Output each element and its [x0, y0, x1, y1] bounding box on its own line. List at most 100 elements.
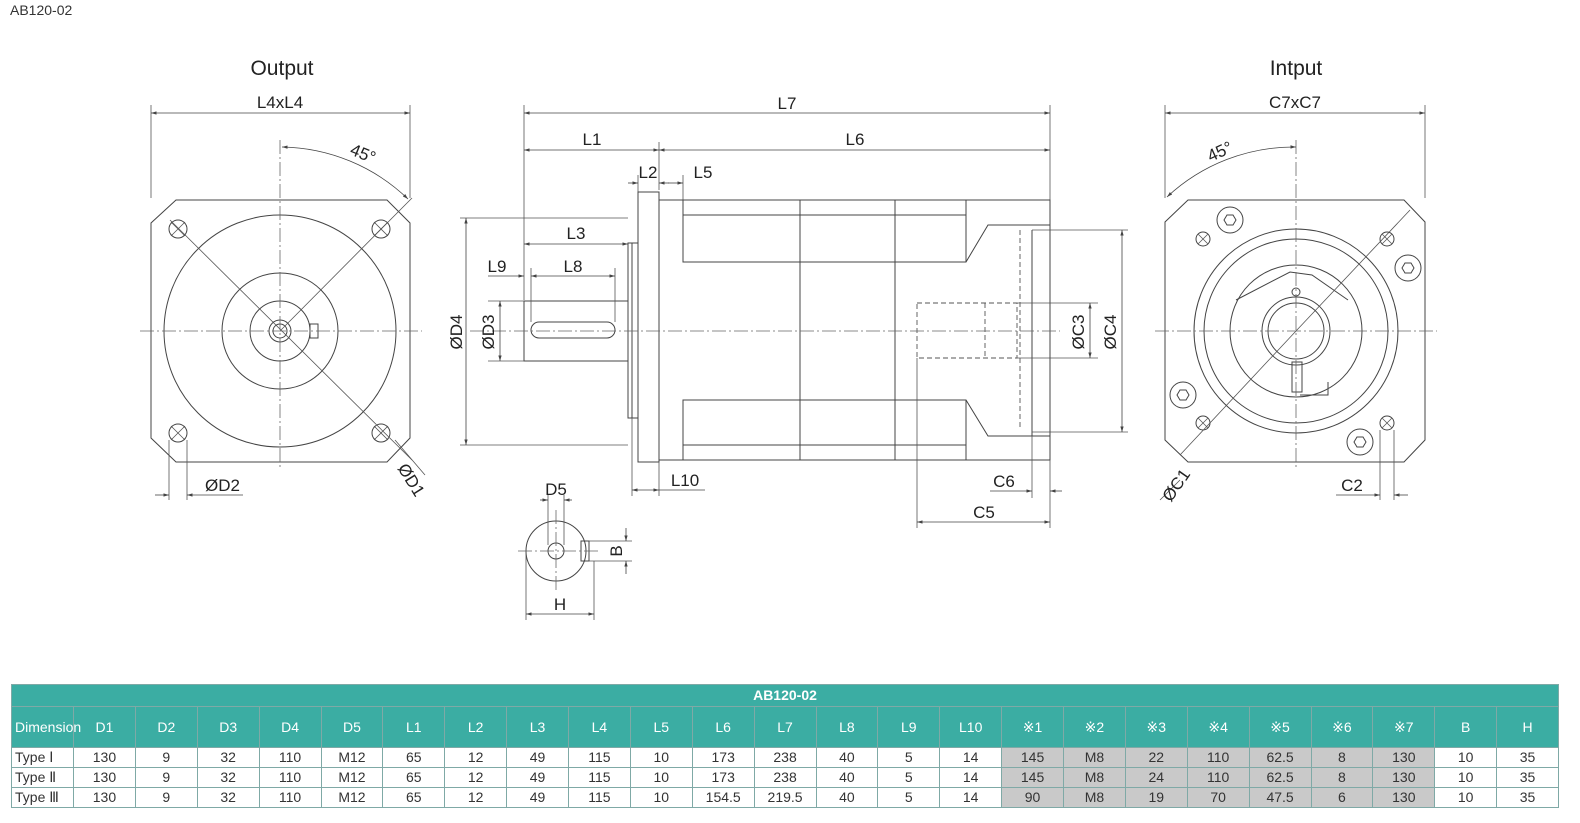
column-header: ※1 [1001, 706, 1064, 748]
table-cell: 110 [1186, 747, 1250, 768]
input-title: Intput [1270, 57, 1323, 80]
table-cell: 145 [1001, 767, 1064, 788]
dim-C2: C2 [1341, 476, 1363, 495]
dim-D3: ØD3 [479, 315, 498, 350]
dim-C3: ØC3 [1069, 315, 1088, 350]
table-cell: 115 [568, 767, 631, 788]
table-cell: 154.5 [691, 787, 755, 808]
table-cell: 19 [1124, 787, 1188, 808]
dim-L1: L1 [583, 130, 602, 149]
table-cell: 47.5 [1248, 787, 1312, 808]
table-cell: 90 [1001, 787, 1064, 808]
dim-L4xL4: L4xL4 [257, 93, 303, 112]
table-cell: 49 [506, 787, 569, 808]
side-view: L7 L1 L6 L2 L5 [447, 94, 1128, 528]
table-cell: 22 [1124, 747, 1188, 768]
table-cell: 32 [196, 767, 260, 788]
column-header: D5 [320, 706, 384, 748]
column-header: L10 [939, 706, 1003, 748]
table-cell: 12 [444, 767, 508, 788]
table-cell: M12 [320, 767, 384, 788]
column-header: D2 [134, 706, 198, 748]
dim-L10: L10 [671, 471, 699, 490]
table-cell: 130 [73, 787, 136, 808]
table-cell: 10 [1434, 787, 1498, 808]
table-cell: 40 [815, 767, 879, 788]
page-title: AB120-02 [10, 2, 73, 18]
column-header: D3 [196, 706, 260, 748]
table-cell: 5 [877, 747, 941, 768]
column-header: H [1496, 706, 1559, 748]
dim-L5: L5 [694, 163, 713, 182]
dim-C5: C5 [973, 503, 995, 522]
column-header: L3 [506, 706, 569, 748]
column-header: D4 [258, 706, 322, 748]
table-cell: 130 [73, 747, 136, 768]
table-cell: 9 [134, 747, 198, 768]
table-cell: 65 [382, 747, 446, 768]
column-header: ※4 [1186, 706, 1250, 748]
column-header: L7 [753, 706, 817, 748]
table-cell: 110 [258, 767, 322, 788]
input-view: Intput C7xC7 [1155, 57, 1437, 505]
table-cell: 9 [134, 787, 198, 808]
table-caption: AB120-02 [11, 684, 1559, 707]
table-cell: 110 [258, 787, 322, 808]
row-type-label: Type Ⅰ [11, 747, 74, 768]
output-view: Output L4xL4 45° ØD1 [140, 57, 428, 500]
table-cell: 219.5 [753, 787, 817, 808]
table-cell: 32 [196, 747, 260, 768]
table-cell: 65 [382, 787, 446, 808]
table-cell: 10 [1434, 747, 1498, 768]
table-cell: 115 [568, 787, 631, 808]
table-caption-row: AB120-02 [11, 684, 1559, 707]
output-title: Output [250, 57, 313, 80]
dim-L6: L6 [846, 130, 865, 149]
table-cell: 65 [382, 767, 446, 788]
column-header: L6 [691, 706, 755, 748]
table-cell: 8 [1310, 767, 1374, 788]
table-cell: M8 [1063, 767, 1126, 788]
dim-input-angle: 45° [1204, 138, 1235, 166]
column-header: B [1434, 706, 1498, 748]
dimension-header: Dimension [11, 706, 81, 748]
table-cell: 238 [753, 747, 817, 768]
dim-D2: ØD2 [205, 476, 240, 495]
table-cell: 8 [1310, 747, 1374, 768]
table-cell: 35 [1496, 787, 1559, 808]
column-header: ※6 [1310, 706, 1374, 748]
table-cell: 10 [1434, 767, 1498, 788]
table-cell: M12 [320, 747, 384, 768]
dim-D5: D5 [545, 480, 567, 499]
dim-L7: L7 [778, 94, 797, 113]
table-cell: 24 [1124, 767, 1188, 788]
column-header: L5 [629, 706, 693, 748]
table-cell: 14 [939, 747, 1003, 768]
column-header: ※7 [1372, 706, 1436, 748]
table-cell: 110 [258, 747, 322, 768]
table-cell: M12 [320, 787, 384, 808]
table-cell: 6 [1310, 787, 1374, 808]
table-cell: 12 [444, 747, 508, 768]
column-header: L2 [444, 706, 508, 748]
column-header: L8 [815, 706, 879, 748]
table-cell: 62.5 [1248, 747, 1312, 768]
row-type-label: Type Ⅲ [11, 787, 74, 808]
row-type-label: Type Ⅱ [11, 767, 74, 788]
table-cell: 130 [1372, 747, 1436, 768]
table-cell: 10 [629, 767, 693, 788]
table-cell: 40 [815, 747, 879, 768]
dim-output-angle: 45° [348, 140, 379, 167]
column-header: D1 [73, 706, 136, 748]
dim-L8: L8 [564, 257, 583, 276]
table-cell: 35 [1496, 747, 1559, 768]
table-cell: 110 [1186, 767, 1250, 788]
table-cell: 70 [1186, 787, 1250, 808]
dim-C4: ØC4 [1101, 315, 1120, 350]
table-cell: 173 [691, 747, 755, 768]
